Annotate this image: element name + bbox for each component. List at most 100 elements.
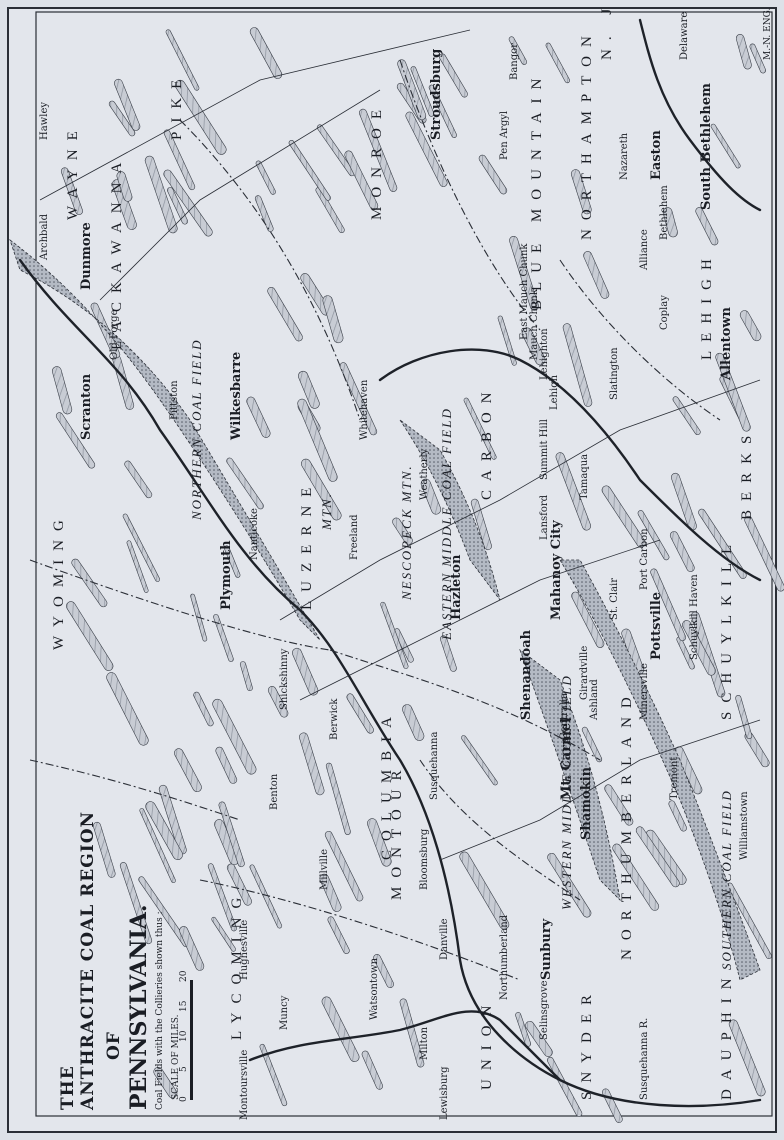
town-hughesville: Hughesville — [239, 919, 250, 980]
ridge-mark — [139, 808, 176, 884]
ridge-mark — [292, 647, 319, 696]
ridge-mark — [212, 698, 257, 775]
ridge-mark — [562, 323, 593, 407]
ridge-mark — [346, 693, 374, 734]
county-boundaries — [29, 59, 721, 981]
county-carbon: CARBON — [479, 383, 495, 500]
town-east-mauch-chunk: East Mauch Chunk — [519, 243, 530, 340]
town-lewisburg: Lewisburg — [439, 1066, 450, 1120]
town-minersville: Minersville — [639, 663, 650, 720]
town-pottsville: Pottsville — [649, 591, 664, 660]
ridge-mark — [570, 169, 592, 215]
ridge-mark — [555, 452, 591, 531]
ridge-mark — [298, 370, 320, 409]
town-archbald: Archbald — [39, 213, 50, 260]
town-danville: Danville — [439, 918, 450, 960]
county-union: UNION — [479, 996, 495, 1090]
ridge-mark — [213, 614, 234, 662]
ridge-mark — [239, 661, 253, 692]
scale-tick: 10 — [179, 1030, 189, 1042]
ridge-mark — [428, 84, 457, 138]
ridge-mark — [254, 195, 274, 232]
ridge-mark — [167, 187, 188, 225]
ridge-mark — [525, 1020, 553, 1057]
town-mahanoy-city: Mahanoy City — [549, 520, 564, 620]
engraver-credit: M.-N. ENG. — [763, 7, 773, 60]
ridge-mark — [174, 748, 202, 793]
ridge-mark — [321, 996, 360, 1062]
ridge-mark — [440, 635, 457, 672]
title-subtitle: Coal Fields with the Collieries shown th… — [155, 911, 165, 1110]
town-pittston: Pittston — [169, 380, 180, 420]
ridge-mark — [497, 315, 517, 366]
ridge-mark — [461, 735, 498, 786]
ridge-mark — [300, 458, 342, 521]
county-berks: BERKS — [739, 426, 755, 520]
southern-coal-field — [559, 559, 761, 981]
ridge-mark — [515, 1012, 532, 1047]
ridge-mark — [650, 568, 687, 642]
ridge-mark — [637, 510, 670, 561]
ridge-mark — [710, 123, 741, 169]
ridge-mark — [226, 863, 252, 906]
town-lehighton: Lehighton — [539, 328, 550, 380]
ridge-mark — [735, 34, 752, 70]
town-allentown: Allentown — [719, 306, 734, 380]
ridge-mark — [319, 873, 342, 912]
town-port-carbon: Port Carbon — [639, 528, 650, 590]
ridge-mark — [670, 472, 697, 531]
railroads — [39, 29, 761, 861]
ridge-mark — [583, 251, 610, 299]
ridge-mark — [299, 732, 325, 796]
town-sunbury: Sunbury — [539, 918, 554, 980]
ridge-mark — [612, 843, 660, 911]
ridge-mark — [144, 155, 178, 234]
ridge-mark — [361, 1050, 383, 1090]
town-summit-hill: Summit Hill — [539, 419, 550, 480]
town-freeland: Freeland — [349, 514, 360, 560]
town-st-clair: St. Clair — [609, 577, 620, 620]
ridge-mark — [662, 207, 678, 238]
ridge-mark — [315, 187, 345, 234]
ridge-mark — [545, 42, 570, 84]
ridge-mark — [215, 746, 238, 784]
ridge-mark — [124, 460, 153, 499]
ridge-mark — [249, 27, 283, 79]
county-wayne: WAYNE — [65, 122, 81, 220]
town-scranton: Scranton — [79, 373, 94, 440]
ridge-mark — [463, 397, 497, 460]
title-pennsylvania: PENNSYLVANIA. — [126, 904, 152, 1110]
ridge-mark — [165, 29, 200, 91]
ridge-mark — [393, 628, 414, 663]
ridge-mark — [297, 398, 338, 482]
town-nanticoke: Nanticoke — [249, 508, 260, 560]
ridge-mark — [339, 362, 378, 436]
ridge-mark — [322, 295, 344, 344]
town-muncy: Muncy — [279, 995, 290, 1030]
town-weatherly: Weatherly — [419, 448, 430, 500]
ridge-mark — [672, 396, 701, 436]
town-easton: Easton — [649, 130, 664, 180]
ridge-mark — [153, 1067, 178, 1099]
town-williamstown: Williamstown — [739, 791, 750, 860]
ridge-mark — [726, 882, 772, 960]
ridge-mark — [55, 412, 96, 469]
county-wyoming: WYOMING — [51, 511, 67, 650]
ridge-mark — [259, 1043, 288, 1107]
scale-tick: 0 — [179, 1096, 189, 1102]
ridge-mark — [71, 558, 108, 608]
label-lehigh: Lehigh — [549, 374, 560, 410]
ridge-mark — [420, 478, 442, 515]
ridge-mark — [122, 513, 161, 582]
ridge-mark — [246, 396, 271, 438]
county-pike: PIKE — [169, 70, 185, 140]
ridge-mark — [682, 620, 716, 676]
town-alliance: Alliance — [639, 229, 650, 270]
western-middle-coal-field — [519, 648, 621, 902]
delaware-river — [638, 18, 762, 212]
ridge-mark — [116, 171, 133, 202]
ridge-mark — [459, 851, 510, 930]
title-region: ANTHRACITE COAL REGION — [78, 810, 98, 1110]
ridge-mark — [158, 784, 187, 855]
